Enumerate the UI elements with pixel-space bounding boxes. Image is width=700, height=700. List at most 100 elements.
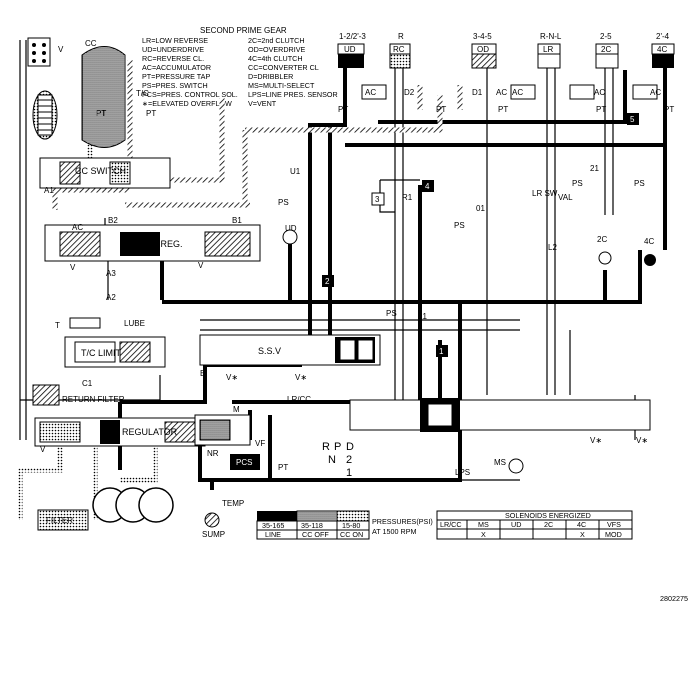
label-pt: PT xyxy=(664,105,674,114)
solenoid-value: X xyxy=(481,530,486,539)
tc-limit-valve: T/C LIMIT C1 xyxy=(64,336,166,388)
label-tc-limit: T/C LIMIT xyxy=(81,348,122,358)
label-pt: PT xyxy=(338,105,348,114)
pressure-name: CC OFF xyxy=(302,530,329,539)
label-pt: PT xyxy=(436,105,446,114)
clutch-od: 3-4-5 OD xyxy=(471,32,497,69)
gear-1: 1 xyxy=(346,467,352,479)
label-vstar: V∗ xyxy=(636,436,648,445)
solenoid-header: MS xyxy=(478,520,489,529)
label-pcs: PCS xyxy=(236,458,252,467)
pressure-legend: 35-165 LINE 35-118 CC OFF 15-80 CC ON PR… xyxy=(256,510,433,540)
solenoid-table: SOLENOIDS ENERGIZED LR/CC MS UD 2C 4C VF… xyxy=(436,510,633,540)
label-pt: PT xyxy=(596,105,606,114)
clutch-name: OD xyxy=(477,45,489,54)
clutch-gear-label: 3-4-5 xyxy=(473,32,492,41)
label-ac: AC xyxy=(650,88,661,97)
pcs-solenoid: M VF NR PCS PT xyxy=(194,405,288,472)
label-lps: LPS xyxy=(455,468,470,477)
gear-p: P xyxy=(334,441,341,453)
label-cc-reg: CC REG. xyxy=(145,239,183,249)
legend-item: ∗=ELEVATED OVERFLOW xyxy=(142,99,232,108)
clutch-ud: 1-2/2'-3 UD xyxy=(337,32,366,68)
label-ac: AC xyxy=(594,88,605,97)
converter-bypass xyxy=(32,90,58,140)
label-lr-sw: LR SW xyxy=(532,189,558,198)
manual-selector: V xyxy=(27,37,64,67)
solenoid-table-title: SOLENOIDS ENERGIZED xyxy=(505,511,591,520)
pressure-range: 15-80 xyxy=(342,521,360,530)
label-ms: MS xyxy=(494,458,506,467)
label-ps: PS xyxy=(386,309,397,318)
label-ps: PS xyxy=(454,221,465,230)
check-ball-3: 3 xyxy=(375,195,380,204)
legend-item: OD=OVERDRIVE xyxy=(248,45,306,54)
label-filter: FILTER xyxy=(46,516,73,525)
label-a3: A3 xyxy=(106,269,116,278)
legend-left: LR=LOW REVERSE UD=UNDERDRIVE RC=REVERSE … xyxy=(142,36,238,108)
pump-assembly: FILTER xyxy=(37,487,174,531)
solenoid-value: X xyxy=(580,530,585,539)
ssv-valve: S.S.V E V∗ V∗ xyxy=(199,334,381,382)
label-vstar: V∗ xyxy=(590,436,602,445)
clutch-name: RC xyxy=(393,45,405,54)
pressure-caption: PRESSURES(PSI) xyxy=(372,517,433,526)
label-21: 21 xyxy=(590,164,599,173)
legend-item: 4C=4th CLUTCH xyxy=(248,54,303,63)
legend-item: 2C=2nd CLUTCH xyxy=(248,36,305,45)
gear-r: R xyxy=(322,441,330,453)
legend-item: D=DRIBBLER xyxy=(248,72,293,81)
label-lrcc: LR/CC xyxy=(287,395,311,404)
pressure-name: CC ON xyxy=(340,530,363,539)
label-ssv: S.S.V xyxy=(258,346,281,356)
mid-labels: U1 PS UD R1 01 PS LR SW VAL L2 21 PS PS … xyxy=(278,164,656,321)
clutch-name: LR xyxy=(543,45,553,54)
check-ball-5: 5 xyxy=(630,115,635,124)
clutch-gear-label: 1-2/2'-3 xyxy=(339,32,366,41)
clutch-gear-label: R xyxy=(398,32,404,41)
label-temp: TEMP xyxy=(222,499,244,508)
check-ball-4: 4 xyxy=(425,182,430,191)
legend-right: 2C=2nd CLUTCH OD=OVERDRIVE 4C=4th CLUTCH… xyxy=(248,36,338,108)
label-pt: PT xyxy=(146,109,156,118)
regulator-valve: REGULATOR V xyxy=(34,417,206,454)
label-vstar: V∗ xyxy=(295,373,307,382)
clutch-name: UD xyxy=(344,45,356,54)
clutch-2c: 2-5 2C xyxy=(595,32,619,69)
label-v: V xyxy=(58,45,64,54)
cc-switch-valve: CC SWITCH A1 B2 B1 xyxy=(39,157,242,225)
legend-item: AC=ACCUMULATOR xyxy=(142,63,211,72)
label-ps: PS xyxy=(278,198,289,207)
label-m: M xyxy=(233,405,240,414)
clutch-name: 4C xyxy=(657,45,667,54)
pressure-name: LINE xyxy=(265,530,281,539)
label-nr: NR xyxy=(207,449,219,458)
check-ball-2: 2 xyxy=(325,277,330,286)
solenoid-header: 2C xyxy=(544,520,553,529)
label-cc: CC xyxy=(85,39,97,48)
label-v: V xyxy=(198,261,204,270)
label-pt: PT xyxy=(96,109,106,118)
label-v: V xyxy=(70,263,76,272)
pressure-range: 35-118 xyxy=(301,521,323,530)
solenoid-header: UD xyxy=(511,520,521,529)
label-t: T xyxy=(55,321,60,330)
pressure-caption: AT 1500 RPM xyxy=(372,527,416,536)
label-r1: R1 xyxy=(402,193,413,202)
legend-item: CC=CONVERTER CL xyxy=(248,63,319,72)
label-ac: AC xyxy=(72,223,83,232)
legend-item: PCS=PRES. CONTROL SOL. xyxy=(142,90,238,99)
solenoid-value: MOD xyxy=(605,530,622,539)
label-c1: C1 xyxy=(82,379,93,388)
label-return-filter: RETURN FILTER xyxy=(62,395,125,404)
manual-valve: LR/CC R P D N 2 1 LPS MS V∗ V∗ xyxy=(287,395,651,479)
temp-sensor: TEMP SUMP xyxy=(202,499,244,539)
clutch-rc: R RC xyxy=(389,32,411,69)
legend-item: PS=PRES. SWITCH xyxy=(142,81,208,90)
label-lube: LUBE xyxy=(124,319,145,328)
legend-item: PT=PRESSURE TAP xyxy=(142,72,210,81)
clutch-gear-label: 2'-4 xyxy=(656,32,670,41)
pressure-range: 35-165 xyxy=(262,521,284,530)
label-ps: PS xyxy=(572,179,583,188)
clutch-4c: 2'-4 4C xyxy=(651,32,675,68)
